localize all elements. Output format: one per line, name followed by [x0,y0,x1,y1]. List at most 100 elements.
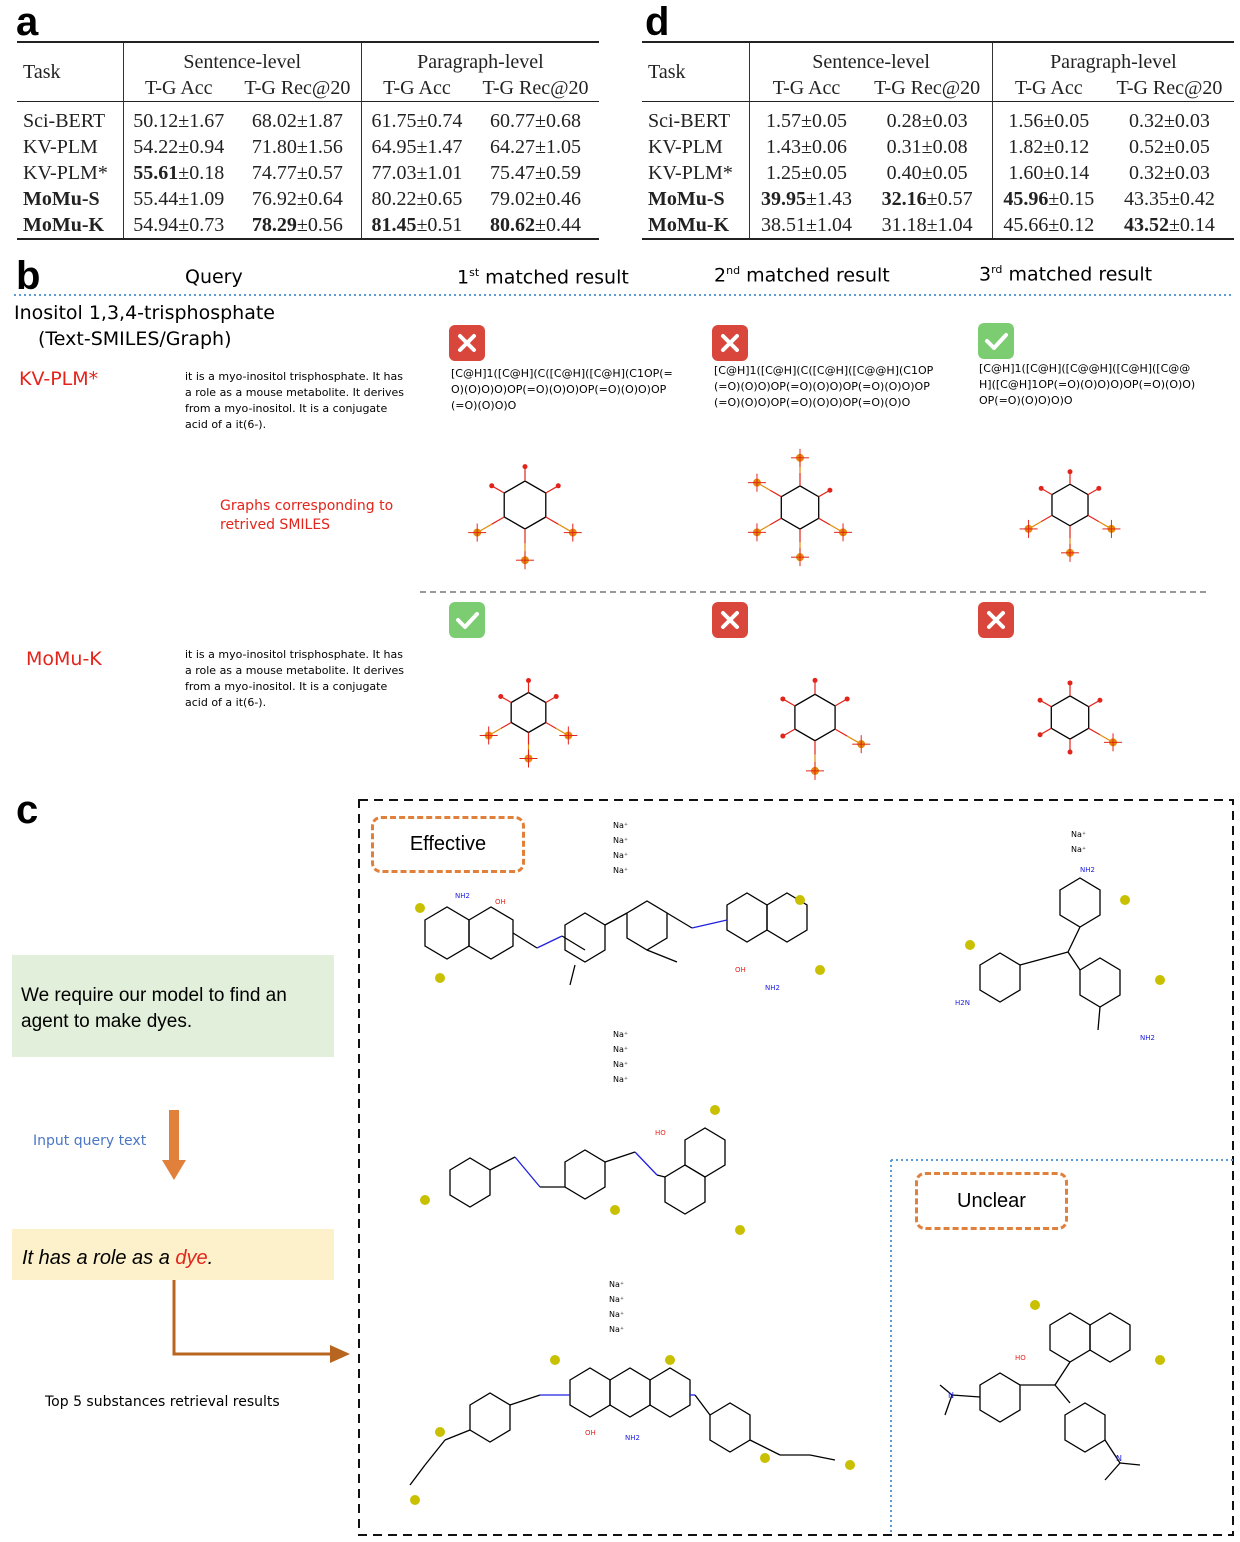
table-cell: 64.27±1.05 [472,134,599,160]
cell-value: 0.52 [1128,135,1164,158]
cell-value: 64.95 [371,135,417,158]
table-cell: 79.02±0.46 [472,186,599,212]
hydroxyl-oxygen [780,696,786,702]
cell-value: 0.32 [1128,161,1164,184]
hydroxyl-oxygen [553,694,559,699]
cell-value: 0.40 [886,161,922,184]
column-header: T-G Rec@20 [482,76,589,99]
counterion: Na⁺ [613,1075,629,1084]
hydroxyl-oxygen [1037,732,1043,738]
column-header: T-G Acc [749,75,863,102]
header-dotted-divider [14,294,1232,296]
table-cell: 78.29±0.56 [233,212,362,240]
substituent-bond [818,517,831,526]
results-frame [358,799,1234,1536]
table-cell: 32.16±0.57 [863,186,993,212]
counterion: Na⁺ [609,1310,625,1319]
cell-value: 76.92 [251,187,297,210]
cell-error: ±0.73 [178,213,225,236]
cell-error: ±0.05 [801,109,848,132]
method-name: MoMu-K [642,212,750,240]
cell-error: ±0.12 [1043,135,1090,158]
table-cell: 74.77±0.57 [234,160,361,186]
cell-value: 43.35 [1123,187,1169,210]
ring-bond [1050,695,1090,740]
molecule-graph-kvplm-1 [468,464,582,570]
column-header: T-G Acc [991,75,1105,102]
cell-error: ±1.01 [416,161,463,184]
unclear-label: Unclear [915,1172,1068,1230]
cell-error: ±0.14 [1043,161,1090,184]
substituent-bond [834,728,848,737]
cell-error: ±1.09 [178,187,225,210]
svg-text:HO: HO [1015,1354,1026,1362]
method-name: KV-PLM [23,135,98,158]
task-header: Task [17,41,124,102]
counterion: Na⁺ [613,821,629,830]
cell-value: 55.44 [133,187,179,210]
arrow-label: Input query text [33,1133,147,1149]
model-label-kvplm: KV-PLM* [19,368,99,390]
table-cell: 1.25±0.05 [749,160,863,186]
cell-value: 0.31 [886,135,922,158]
hydroxyl-oxygen [1037,697,1043,703]
table-cell: 45.96±0.15 [991,186,1105,212]
substituent-bond [545,721,557,730]
cell-error: ±0.59 [535,161,582,184]
cell-error: ±0.74 [416,109,463,132]
unclear-molecule: HO NN [939,1300,1165,1481]
hydroxyl-oxygen [489,483,495,489]
hydroxyl-oxygen [1067,469,1073,475]
cell-value: 43.52 [1123,213,1169,236]
cell-error: ±0.18 [178,161,225,184]
table-cell: 0.52±0.05 [1105,134,1234,160]
molecule-graph-momuk-2 [780,677,871,780]
query-title-line2: (Text-SMILES/Graph) [38,328,232,350]
cell-error: ±0.03 [1163,161,1210,184]
dye-molecule-4: OH NH2 [409,1355,855,1505]
counterion: Na⁺ [1071,830,1087,839]
cell-value: 31.18 [881,213,927,236]
correct-result-icon [978,323,1014,359]
cell-value: 80.62 [490,213,536,236]
cell-value: 55.61 [133,161,179,184]
hydroxyl-oxygen [1067,680,1073,686]
hydroxyl-oxygen [526,678,531,683]
cell-error: ±1.47 [416,135,463,158]
cell-value: 0.28 [886,109,922,132]
counterion: Na⁺ [613,1030,629,1039]
svg-text:OH: OH [495,898,506,906]
cell-error: ±0.03 [1163,109,1210,132]
svg-text:N: N [1116,1454,1122,1463]
smiles-result-3: [C@H]1([C@H]([C@@H]([C@H]([C@@H]([C@H]1O… [979,362,1196,407]
table-cell: 55.61±0.18 [122,160,234,186]
cell-error: ±0.44 [535,213,582,236]
substituent-bond [1040,514,1053,523]
substituent-bond [545,516,559,525]
cell-error: ±1.87 [296,109,343,132]
column-header: T-G Acc [360,75,473,102]
smiles-result-2: [C@H]1([C@H](C([C@H]([C@@H](C1OP(=O)(O)O… [714,364,934,409]
cell-value: 50.12 [133,109,179,132]
substituent-bond [769,517,782,526]
svg-text:NH2: NH2 [455,892,470,900]
cell-error: ±1.43 [806,187,853,210]
cell-error: ±0.06 [801,135,848,158]
query-title: Inositol 1,3,4-trisphosphate (Text-SMILE… [14,300,275,352]
method-name: Sci-BERT [642,101,750,134]
query-header: Query [185,266,243,288]
elbow-arrow [172,1280,350,1363]
results-table-d: Task Sentence-level Paragraph-level T-G … [642,41,1234,240]
svg-text:NH2: NH2 [1080,866,1095,874]
column-header: T-G Rec@20 [874,76,981,99]
rank-suffix: nd [726,264,741,277]
hydroxyl-oxygen [498,694,504,699]
hydroxyl-oxygen [1096,485,1102,491]
cell-value: 60.77 [490,109,536,132]
wrong-result-icon [978,602,1014,638]
wrong-result-icon [712,602,748,638]
smiles-result-1: [C@H]1([C@H](C([C@H]([C@H](C1OP(=O)(O)O)… [451,367,673,412]
